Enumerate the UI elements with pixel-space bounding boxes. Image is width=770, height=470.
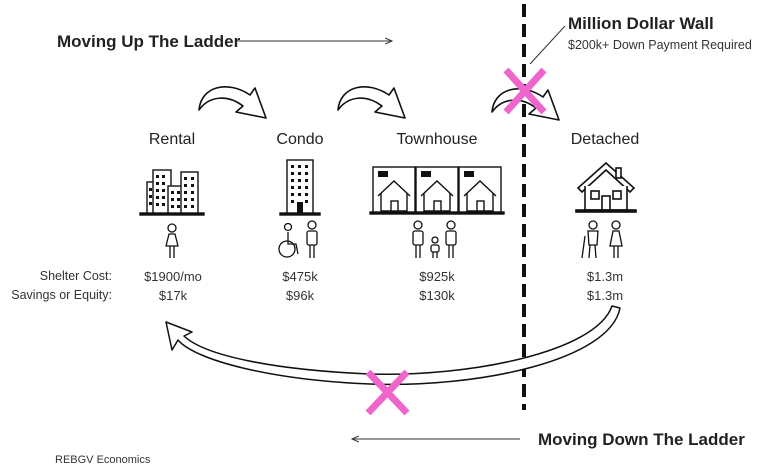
detached-savings: $1.3m — [586, 288, 624, 303]
detached-house-icon — [575, 161, 637, 213]
condo-savings: $96k — [285, 288, 315, 303]
credit: REBGV Economics — [55, 454, 151, 466]
moving-down-curved-arrow — [165, 305, 621, 386]
wheelchair-user-icon — [278, 222, 299, 258]
family-icon — [412, 220, 457, 258]
stage-rental-name: Rental — [148, 131, 196, 148]
elderly-couple-icon — [581, 220, 623, 259]
stage-detached-name: Detached — [570, 131, 640, 148]
moving-up-label: Moving Up The Ladder — [57, 32, 241, 51]
stage-condo-name: Condo — [276, 131, 324, 148]
townhouse-icon — [369, 166, 505, 215]
blocked-x-icon — [503, 67, 547, 115]
wall-pointer — [529, 25, 566, 65]
shelter-cost-label: Shelter Cost: — [39, 269, 112, 283]
curved-arrow-icon — [337, 86, 406, 119]
townhouse-savings: $130k — [419, 288, 455, 303]
condo-shelter-cost: $475k — [282, 269, 318, 284]
wall-title: Million Dollar Wall — [568, 14, 714, 33]
blocked-x-icon — [365, 369, 410, 416]
townhouse-shelter-cost: $925k — [419, 269, 455, 284]
detached-shelter-cost: $1.3m — [586, 269, 624, 284]
apartment-buildings-icon — [139, 169, 205, 216]
condo-tower-icon — [279, 159, 321, 216]
stage-townhouse-name: Townhouse — [396, 131, 478, 148]
curved-arrow-icon — [198, 86, 267, 119]
rental-shelter-cost: $1900/mo — [144, 269, 202, 284]
savings-equity-label: Savings or Equity: — [11, 288, 112, 302]
rental-savings: $17k — [158, 288, 188, 303]
person-icon — [306, 220, 318, 258]
wall-subtitle: $200k+ Down Payment Required — [568, 38, 752, 52]
person-icon — [165, 223, 179, 258]
moving-down-label: Moving Down The Ladder — [538, 430, 745, 449]
